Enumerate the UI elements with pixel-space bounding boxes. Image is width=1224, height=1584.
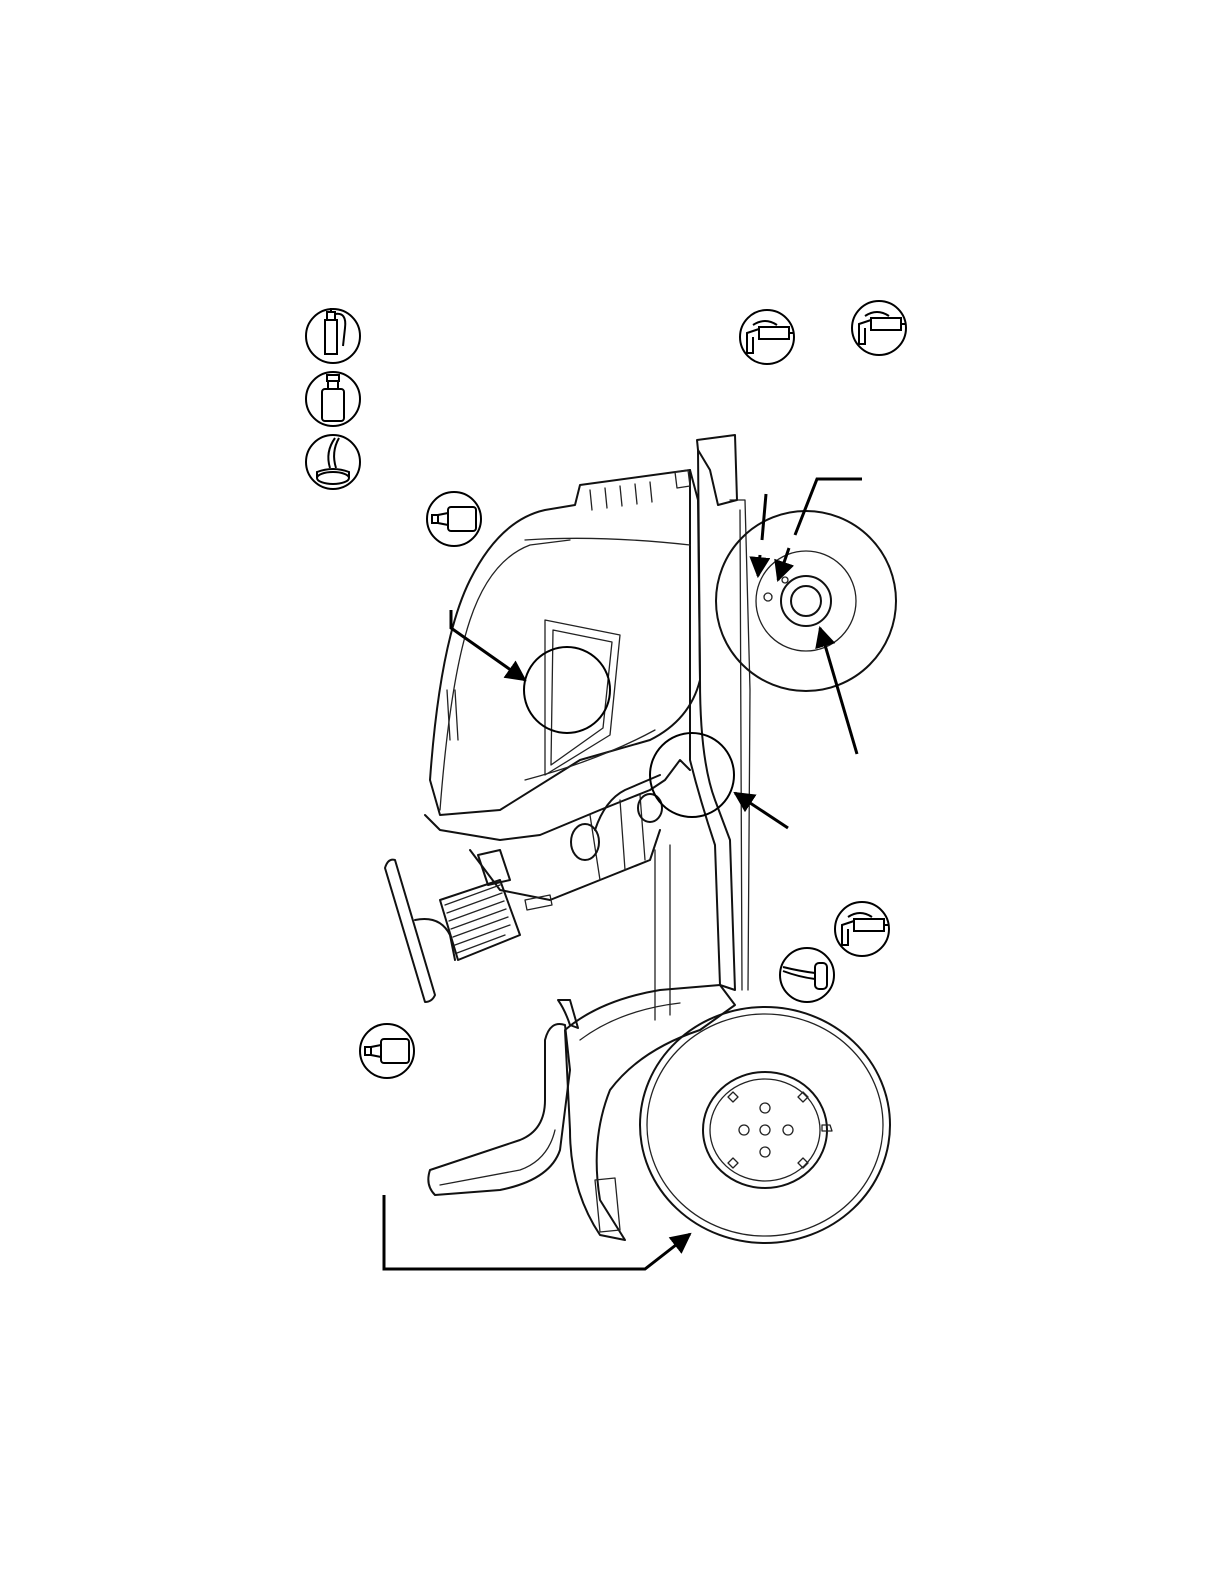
callout-engine-oil-jug-icon bbox=[360, 1024, 414, 1078]
legend-engine-oil-bottle-icon bbox=[306, 372, 360, 426]
legend-oil-can-icon bbox=[306, 435, 360, 489]
rear-fender bbox=[565, 985, 735, 1240]
frame-rails bbox=[655, 500, 750, 1020]
leader-front-spindle bbox=[758, 494, 766, 576]
callout-engine-oil-jug-icon bbox=[427, 492, 481, 546]
callout-grease-gun-icon bbox=[852, 301, 906, 355]
leader-engine-oil bbox=[451, 610, 525, 680]
callout-grease-gun-icon bbox=[740, 310, 794, 364]
front-wheel bbox=[716, 511, 896, 691]
leader-front-wheel-bearing bbox=[820, 628, 857, 754]
rear-wheel bbox=[640, 1007, 890, 1243]
tractor-illustration bbox=[385, 435, 896, 1243]
legend-grease-gun-icon bbox=[306, 308, 360, 363]
leader-steering-pivot bbox=[735, 793, 788, 828]
callout-grease-gun-icon bbox=[835, 902, 889, 956]
seat bbox=[428, 1000, 578, 1195]
lube-point-engine-oil bbox=[524, 647, 610, 733]
leader-rear-axle bbox=[384, 1195, 690, 1269]
lube-point-steering-pivot bbox=[650, 733, 734, 817]
leader-front-spindle-zerk bbox=[778, 479, 862, 580]
callout-oil-can-icon bbox=[780, 948, 834, 1002]
steering-assembly bbox=[385, 850, 552, 1002]
front-bumper bbox=[690, 435, 737, 990]
